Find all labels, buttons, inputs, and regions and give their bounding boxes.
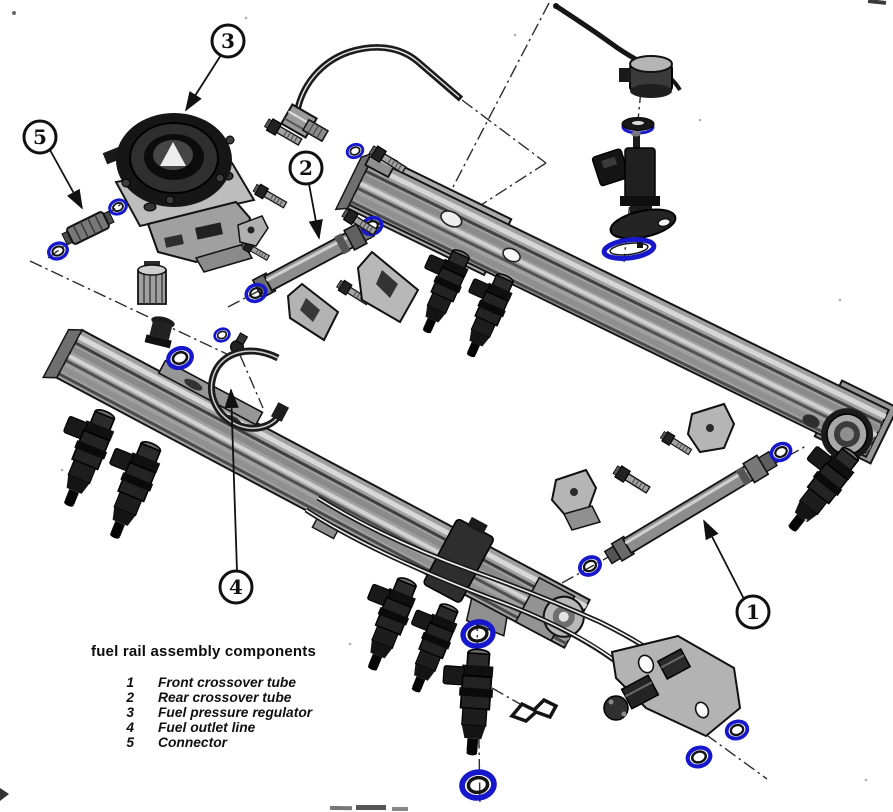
tube-bracket bbox=[550, 468, 602, 531]
damper-washer bbox=[621, 117, 655, 135]
legend-item-5-num: 5 bbox=[126, 735, 134, 750]
small-bracket bbox=[237, 215, 269, 247]
fuel-outlet-line bbox=[165, 325, 290, 432]
callout-3: 3 bbox=[185, 23, 246, 112]
callout-2: 2 bbox=[288, 150, 324, 240]
legend-item-5-label: Connector bbox=[158, 735, 228, 750]
rear-fuel-rail bbox=[334, 151, 893, 465]
legend-item-1-label: Front crossover tube bbox=[158, 675, 296, 690]
callout-4-number: 4 bbox=[229, 575, 243, 599]
legend: fuel rail assembly components 1 Front cr… bbox=[91, 643, 316, 750]
valve-o-ring bbox=[601, 237, 657, 261]
legend-item-2-num: 2 bbox=[125, 690, 134, 705]
regulator-port bbox=[160, 142, 186, 166]
pintle-cap bbox=[137, 261, 167, 305]
legend-title: fuel rail assembly components bbox=[91, 643, 316, 660]
fuel-pressure-regulator bbox=[102, 113, 256, 273]
front-crossover-tube bbox=[603, 450, 778, 565]
line-hex-fitting bbox=[656, 648, 692, 680]
rail-hole bbox=[440, 210, 463, 228]
callout-1: 1 bbox=[703, 519, 771, 630]
callout-5: 5 bbox=[22, 119, 83, 210]
cold-start-valve bbox=[591, 131, 677, 248]
callout-5-number: 5 bbox=[33, 125, 47, 149]
rail-clamp-plate bbox=[356, 250, 420, 324]
fuel-supply-pipe bbox=[280, 44, 464, 143]
callout-3-number: 3 bbox=[221, 29, 235, 53]
legend-item-2-label: Rear crossover tube bbox=[158, 690, 292, 705]
callout-1-number: 1 bbox=[746, 600, 760, 624]
callout-2-number: 2 bbox=[299, 156, 313, 180]
tube-bracket bbox=[686, 402, 736, 454]
legend-item-4-label: Fuel outlet line bbox=[158, 720, 256, 735]
legend-item-1-num: 1 bbox=[126, 675, 134, 690]
injector-retainer-clip bbox=[509, 697, 559, 723]
rear-crossover-tube bbox=[251, 220, 376, 299]
pulse-damper bbox=[619, 55, 673, 98]
valve-mount-plate bbox=[609, 208, 677, 240]
pipe-union-nut bbox=[280, 103, 330, 143]
rail-inlet-fitting bbox=[343, 140, 409, 179]
legend-item-3-label: Fuel pressure regulator bbox=[158, 705, 313, 720]
legend-item-3-num: 3 bbox=[126, 705, 134, 720]
legend-item-4-num: 4 bbox=[125, 720, 134, 735]
connector-part bbox=[61, 210, 115, 246]
rail-clamp-plate bbox=[286, 282, 340, 342]
rail-port bbox=[802, 414, 820, 428]
injector-nose bbox=[144, 316, 175, 349]
line-hex-fitting bbox=[620, 674, 660, 710]
callout-4: 4 bbox=[218, 388, 254, 605]
rail-hole bbox=[502, 247, 521, 263]
outlet-bracket bbox=[603, 634, 742, 738]
